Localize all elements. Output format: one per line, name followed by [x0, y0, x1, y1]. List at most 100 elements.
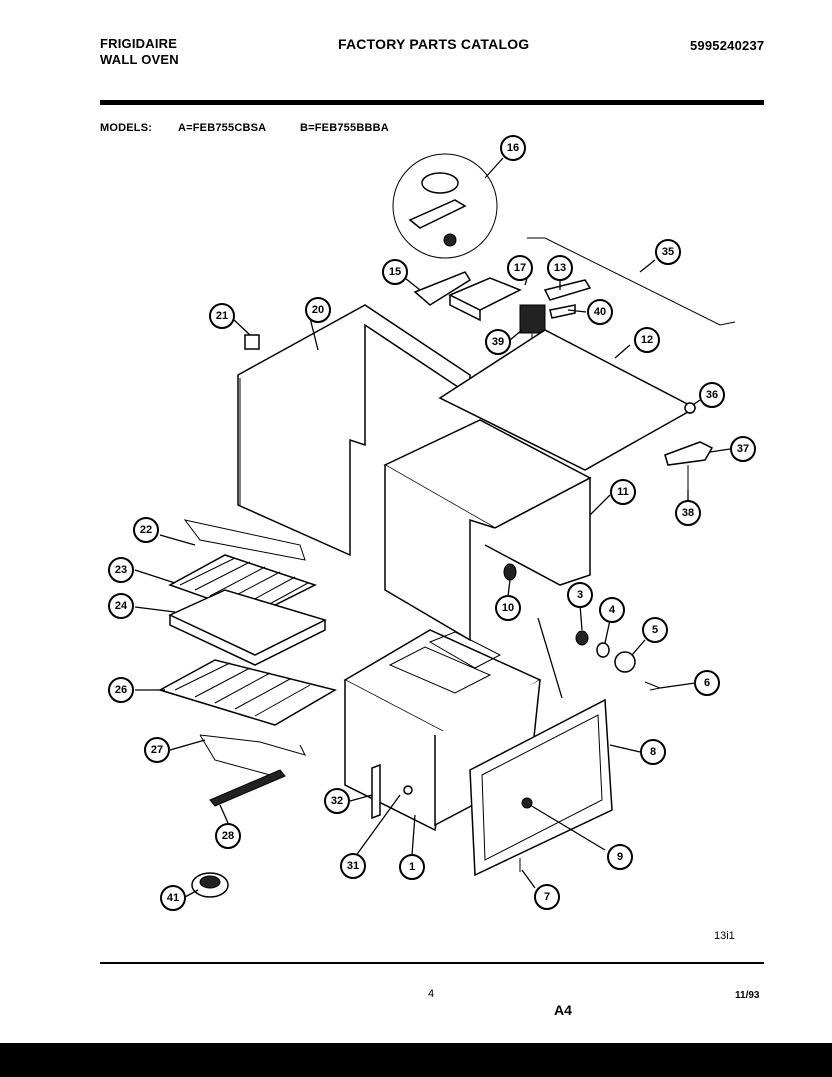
part-35-wire [527, 237, 736, 326]
svg-text:40: 40 [594, 306, 606, 318]
part-27-bake-element [199, 734, 306, 776]
part-28-terminal [209, 769, 286, 807]
svg-text:38: 38 [682, 507, 694, 519]
part-21-clip [244, 334, 260, 350]
callout-41: 41 [160, 885, 186, 911]
part-15-bracket [413, 271, 472, 306]
callout-24: 24 [108, 593, 134, 619]
callout-5: 5 [642, 617, 668, 643]
part-5 [614, 651, 636, 673]
svg-text:35: 35 [662, 246, 674, 258]
callout-16: 16 [500, 135, 526, 161]
catalog-title: FACTORY PARTS CATALOG [338, 36, 530, 52]
part-26-oven-rack [158, 659, 337, 726]
callout-9: 9 [607, 844, 633, 870]
sheet-id: A4 [554, 1002, 572, 1018]
svg-text:31: 31 [347, 860, 359, 872]
page-number: 4 [428, 988, 435, 1000]
part-41-thermostat [191, 872, 229, 898]
part-24-broil-pan [168, 589, 328, 666]
svg-text:17: 17 [514, 262, 526, 274]
svg-text:37: 37 [737, 443, 749, 455]
catalog-date: 11/93 [735, 990, 760, 1001]
part-10 [503, 563, 517, 581]
part-11-cabinet [383, 419, 592, 642]
svg-text:6: 6 [704, 677, 710, 689]
callout-37: 37 [730, 436, 756, 462]
svg-text:4: 4 [609, 604, 616, 616]
svg-text:5: 5 [652, 624, 658, 636]
part-16-inset [392, 153, 498, 259]
callout-1: 1 [399, 854, 425, 880]
callout-8: 8 [640, 739, 666, 765]
callout-36: 36 [699, 382, 725, 408]
svg-text:24: 24 [115, 600, 128, 612]
svg-text:9: 9 [617, 851, 623, 863]
part-3 [575, 630, 589, 646]
callout-35: 35 [655, 239, 681, 265]
callout-20: 20 [305, 297, 331, 323]
models-label: MODELS: [100, 122, 153, 134]
part-9 [521, 797, 533, 809]
callout-15: 15 [382, 259, 408, 285]
model-b: B=FEB755BBBA [300, 122, 389, 134]
svg-text:27: 27 [151, 744, 163, 756]
product-type: WALL OVEN [100, 52, 179, 67]
part-36 [684, 402, 696, 414]
svg-text:11: 11 [617, 486, 629, 498]
callout-21: 21 [209, 303, 235, 329]
callout-22: 22 [133, 517, 159, 543]
svg-text:16: 16 [507, 142, 519, 154]
part-32-bracket [371, 763, 381, 820]
part-17-box [448, 277, 522, 322]
header-rule [100, 100, 764, 105]
callout-27: 27 [144, 737, 170, 763]
callout-7: 7 [534, 884, 560, 910]
svg-text:3: 3 [577, 589, 583, 601]
scan-border [0, 1043, 832, 1077]
svg-text:32: 32 [331, 795, 343, 807]
callout-28: 28 [215, 823, 241, 849]
callout-17: 17 [507, 255, 533, 281]
svg-text:39: 39 [492, 336, 504, 348]
svg-text:1: 1 [409, 861, 415, 873]
part-4 [596, 642, 610, 658]
model-a: A=FEB755CBSA [178, 122, 267, 134]
svg-text:7: 7 [544, 891, 550, 903]
svg-text:36: 36 [706, 389, 718, 401]
svg-text:15: 15 [389, 266, 401, 278]
brand-name: FRIGIDAIRE [100, 36, 178, 51]
svg-text:41: 41 [167, 892, 179, 904]
part-37-switch [664, 441, 714, 466]
svg-text:10: 10 [502, 602, 514, 614]
part-22-broil-element [183, 519, 306, 561]
catalog-number: 5995240237 [690, 38, 765, 53]
svg-text:20: 20 [312, 304, 324, 316]
callout-10: 10 [495, 595, 521, 621]
svg-text:23: 23 [115, 564, 127, 576]
callout-26: 26 [108, 677, 134, 703]
part-40 [549, 304, 576, 319]
callout-3: 3 [567, 582, 593, 608]
part-20-side-panel [237, 304, 471, 557]
callout-6: 6 [694, 670, 720, 696]
callout-4: 4 [599, 597, 625, 623]
footer-rule [100, 962, 764, 964]
callout-38: 38 [675, 500, 701, 526]
svg-text:8: 8 [650, 746, 656, 758]
callout-31: 31 [340, 853, 366, 879]
svg-text:12: 12 [641, 334, 653, 346]
svg-text:13: 13 [554, 262, 566, 274]
leader-lines [134, 157, 731, 898]
callout-23: 23 [108, 557, 134, 583]
part-6 [644, 681, 662, 691]
figure-code: 13i1 [714, 930, 735, 942]
callout-12: 12 [634, 327, 660, 353]
callout-11: 11 [610, 479, 636, 505]
part-13 [543, 279, 592, 301]
svg-text:26: 26 [115, 684, 127, 696]
svg-text:22: 22 [140, 524, 152, 536]
svg-text:21: 21 [216, 310, 228, 322]
callout-13: 13 [547, 255, 573, 281]
